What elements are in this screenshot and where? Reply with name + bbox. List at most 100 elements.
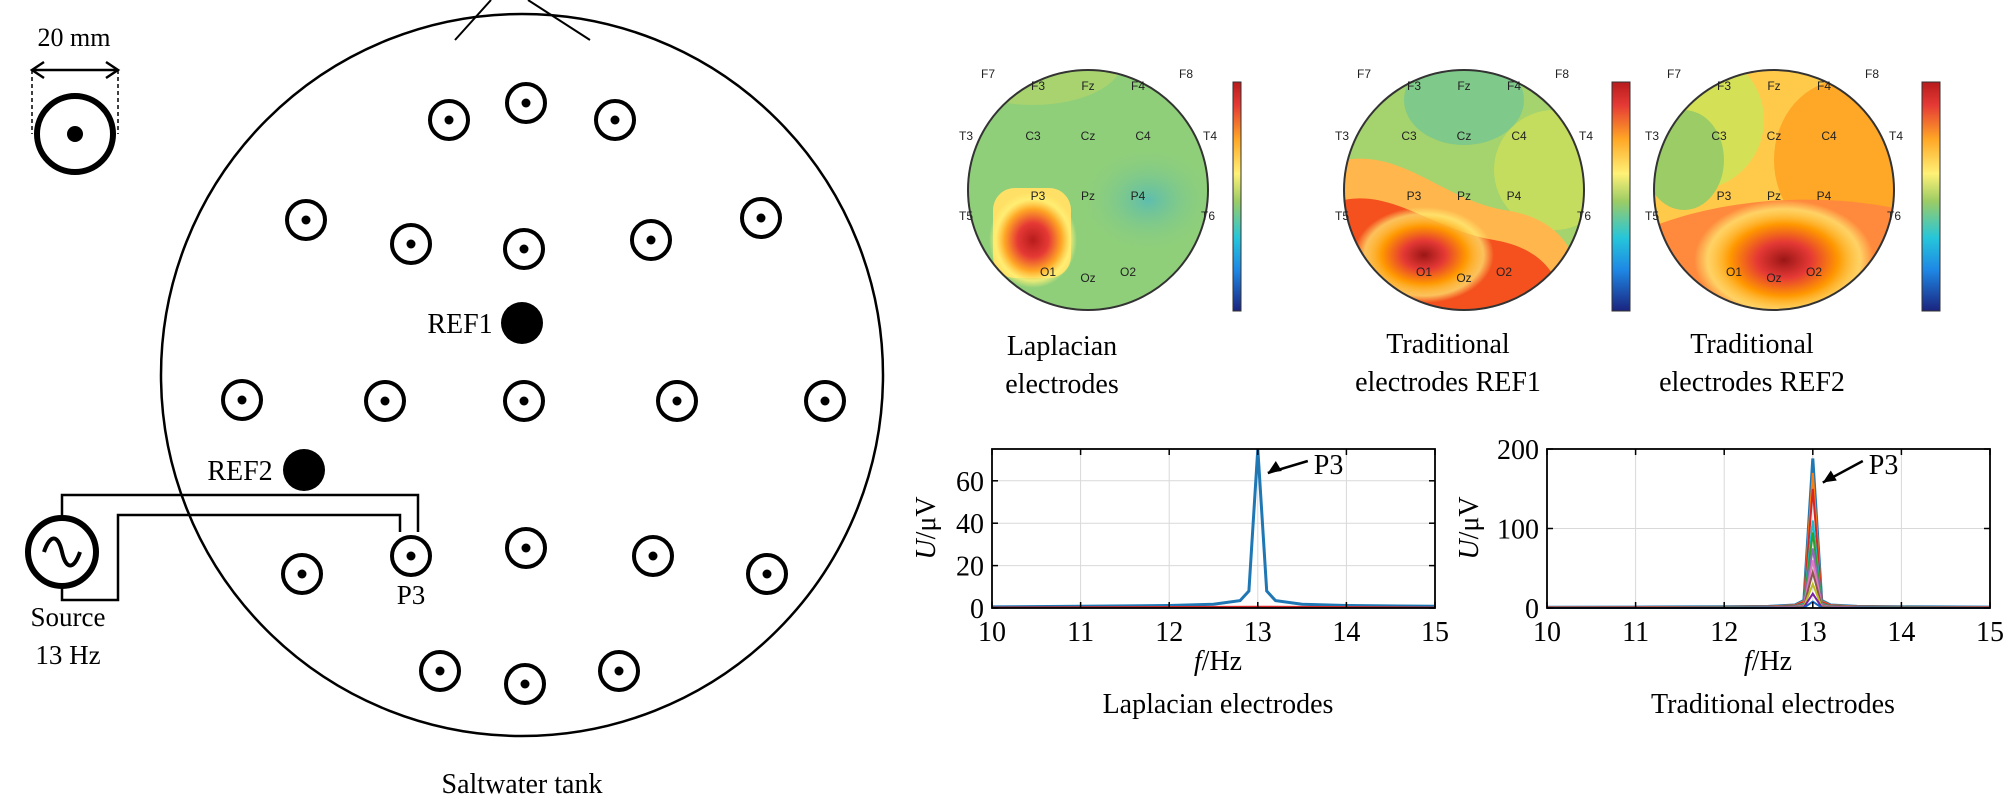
- y-tick-label: 0: [970, 594, 984, 625]
- source-wire: [60, 493, 420, 602]
- series-line: [1547, 568, 1991, 609]
- ref1-label: REF1: [427, 309, 492, 340]
- topomap-electrode-label: F8: [1179, 67, 1193, 81]
- topomap-electrode-label: T3: [959, 129, 973, 143]
- chart-caption: Traditional electrodes: [1651, 689, 1895, 720]
- source-frequency: 13 Hz: [35, 640, 100, 670]
- y-tick-label: 200: [1497, 435, 1539, 466]
- x-tick-label: 14: [1332, 617, 1360, 648]
- topomap-electrode-label: P4: [1507, 189, 1522, 203]
- topomap-electrode-label: C3: [1025, 129, 1041, 143]
- y-tick-label: 100: [1497, 515, 1539, 546]
- tank-electrode: [804, 380, 846, 422]
- series-line: [1547, 581, 1991, 609]
- tank-electrode: [221, 379, 263, 421]
- colorbar-3: [1921, 81, 1941, 312]
- topomap-electrode-label: T4: [1203, 129, 1217, 143]
- topomap-electrode-label: T5: [1335, 209, 1349, 223]
- scale-indicator: 20 mm: [29, 23, 121, 175]
- x-tick-label: 12: [1710, 617, 1738, 648]
- tank-circle: [159, 12, 885, 738]
- tank-electrode: [503, 380, 545, 422]
- series-line: [1547, 600, 1991, 609]
- topomap-electrode-label: F3: [1717, 79, 1731, 93]
- topomap-electrode-label: T3: [1645, 129, 1659, 143]
- series-line: [1546, 520, 1991, 609]
- topomap-caption-3-line1: Traditional: [1690, 329, 1814, 360]
- tank-electrode: [746, 553, 788, 595]
- topomap-electrode-label: T5: [1645, 209, 1659, 223]
- topomap-electrode-label: F3: [1031, 79, 1045, 93]
- topomap-electrode-label: T3: [1335, 129, 1349, 143]
- topomap-electrode-label: F8: [1555, 67, 1569, 81]
- tank-electrodes: [221, 82, 846, 705]
- topomap-electrode-label: C3: [1711, 129, 1727, 143]
- topomap-electrode-label: P3: [1031, 189, 1046, 203]
- tank-electrode: [740, 197, 782, 239]
- tank-electrode: [656, 380, 698, 422]
- tank-electrode: [594, 99, 636, 141]
- topomap-caption-3-line2: electrodes REF2: [1659, 367, 1845, 398]
- topomap-caption-2-line2: electrodes REF1: [1355, 367, 1541, 398]
- topomap-electrode-label: Oz: [1080, 271, 1095, 285]
- topomap-electrode-label: Oz: [1766, 271, 1781, 285]
- x-tick-label: 15: [1421, 617, 1449, 648]
- annotation-label: P3: [1869, 450, 1899, 481]
- x-tick-label: 15: [1976, 617, 2004, 648]
- series-line: [991, 448, 1436, 609]
- tank-electrode: [505, 527, 547, 569]
- y-tick-label: 60: [956, 467, 984, 498]
- y-tick-label: 40: [956, 509, 984, 540]
- x-tick-label: 14: [1887, 617, 1915, 648]
- tank-electrode: [632, 535, 674, 577]
- scale-label: 20 mm: [38, 23, 111, 52]
- annotation-label: P3: [1314, 450, 1344, 481]
- tank-electrode: [428, 99, 470, 141]
- topomap-electrode-label: Fz: [1081, 79, 1094, 93]
- chart-caption: Laplacian electrodes: [1103, 689, 1334, 720]
- topomap-electrode-label: T4: [1579, 129, 1593, 143]
- tank-electrode: [281, 553, 323, 595]
- x-tick-label: 13: [1799, 617, 1827, 648]
- topomap-electrode-label: C4: [1821, 129, 1837, 143]
- topomap-electrode-label: Pz: [1767, 189, 1781, 203]
- topomap-electrode-label: Pz: [1081, 189, 1095, 203]
- topomap-electrode-label: P4: [1131, 189, 1146, 203]
- topomap-electrode-label: Pz: [1457, 189, 1471, 203]
- topomap-electrode-label: P3: [1717, 189, 1732, 203]
- topomap-electrode-label: O2: [1806, 265, 1822, 279]
- ref2-label: REF2: [207, 456, 272, 487]
- topomap-electrode-label: P4: [1817, 189, 1832, 203]
- topomap-electrode-label: O2: [1120, 265, 1136, 279]
- tank-electrode: [285, 199, 327, 241]
- y-tick-label: 20: [956, 552, 984, 583]
- topomap-electrode-label: Oz: [1456, 271, 1471, 285]
- tank-electrode: [390, 535, 432, 577]
- y-axis-title: U/μV: [911, 496, 942, 559]
- topomap-electrode-label: F4: [1131, 79, 1145, 93]
- series-line: [1546, 458, 1991, 609]
- tank-electrode: [504, 663, 546, 705]
- tank-electrode: [503, 228, 545, 270]
- nose-outline: [454, 0, 591, 41]
- topomap-electrode-label: Cz: [1081, 129, 1096, 143]
- ref1-electrode: [501, 302, 543, 344]
- p3-label: P3: [397, 580, 426, 610]
- topomap-electrode-label: F7: [1357, 67, 1371, 81]
- x-tick-label: 13: [1244, 617, 1272, 648]
- topomap-electrode-label: P3: [1407, 189, 1422, 203]
- topomap-electrode-label: F7: [981, 67, 995, 81]
- saltwater-tank-diagram: 20 mm REF1 REF2 Source 13 Hz P3 Saltwate…: [25, 0, 885, 800]
- tank-electrode: [630, 219, 672, 261]
- topomap-electrode-label: T5: [959, 209, 973, 223]
- topomap-electrode-label: O2: [1496, 265, 1512, 279]
- y-axis-title: U/μV: [1454, 496, 1485, 559]
- topomap-electrode-label: C4: [1511, 129, 1527, 143]
- tank-electrode: [390, 223, 432, 265]
